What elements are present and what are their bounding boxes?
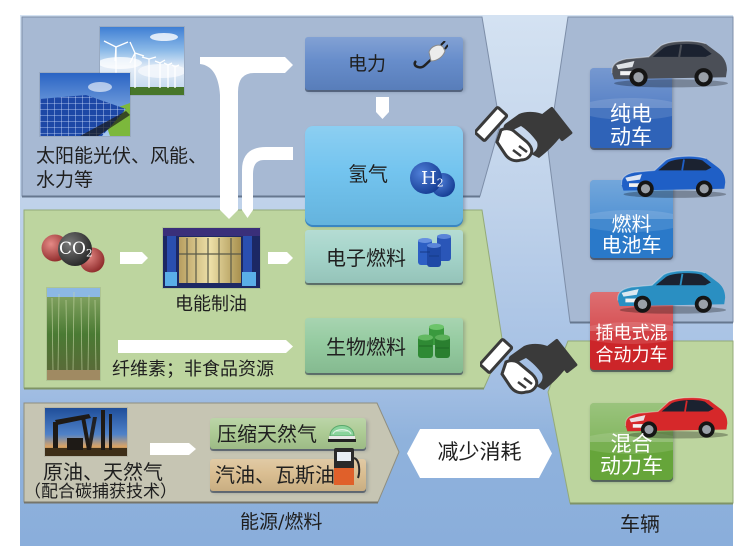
electricity-label: 电力: [348, 53, 387, 75]
fossil-label-line1: 原油、天然气: [43, 460, 163, 484]
hydrogen-label: 氢气: [348, 162, 388, 186]
vehicle-phev-box: 插电式混 合动力车: [590, 292, 673, 370]
power-to-liquid-label: 电能制油: [175, 294, 247, 315]
fuel-pump-icon: [334, 448, 361, 485]
biomass-to-biofuel-arrow: [118, 340, 293, 353]
renewables-to-electricity-pipe: [200, 57, 293, 219]
blue-barrels-icon: [418, 234, 451, 267]
fossil-label-line2: （配合碳捕获技术）: [24, 482, 177, 502]
reduce-consumption-label: 减少消耗: [437, 440, 522, 464]
cng-box: 压缩天然气: [210, 418, 366, 449]
vehicle-phev-label-line2: 合动力车: [595, 345, 668, 366]
efuel-box: 电子燃料: [305, 230, 463, 283]
petrol-box: 汽油、瓦斯油: [210, 448, 366, 491]
vehicle-section-label: 车辆: [620, 512, 660, 536]
ptl-to-efuel-arrow: [268, 252, 293, 264]
fossil-to-fuels-arrow: [150, 443, 196, 455]
vehicle-fcv-box: 燃料 电池车: [590, 180, 673, 258]
plug-icon: [413, 41, 448, 69]
vehicle-phev-label-line1: 插电式混: [595, 323, 668, 344]
petrol-label: 汽油、瓦斯油: [215, 463, 335, 487]
vehicle-hev-label-line2: 动力车: [600, 454, 663, 478]
hydrogen-box: 氢气 H2: [305, 126, 463, 225]
solar-panels-photo: [40, 73, 130, 136]
oil-pumpjack-photo: [45, 408, 127, 456]
gas-tank-icon: [328, 425, 356, 442]
co2-formula: CO2: [59, 239, 93, 260]
energy-fuel-section-label: 能源/燃料: [240, 511, 323, 533]
vehicle-bev-box: 纯电 动车: [590, 68, 672, 148]
efuel-label: 电子燃料: [326, 246, 406, 270]
vehicle-fcv-label-line1: 燃料: [611, 212, 652, 236]
green-barrels-icon: [418, 324, 450, 358]
h2-molecule-icon: H2: [408, 162, 458, 198]
power-to-liquid-plant-photo: [163, 228, 260, 288]
vehicle-fcv-label-line2: 电池车: [601, 233, 662, 257]
h2-formula: H2: [421, 168, 444, 190]
biofuel-box: 生物燃料: [305, 318, 463, 373]
renewables-label-line2: 水力等: [36, 169, 94, 191]
vehicle-hev-box: 混合 动力车: [590, 403, 673, 480]
hydrogen-to-ptl-pipe: [242, 147, 293, 218]
reduce-consumption-badge: 减少消耗: [407, 429, 552, 478]
co2-molecule-icon: CO2: [40, 230, 106, 274]
renewables-label-line1: 太阳能光伏、风能、: [36, 145, 208, 167]
wind-turbines-photo: [100, 27, 184, 95]
electricity-box: 电力: [305, 37, 463, 90]
vehicle-bev-label-line2: 动车: [610, 125, 652, 148]
biomass-label: 纤维素；非食品资源: [112, 359, 274, 380]
biofuel-label: 生物燃料: [326, 335, 406, 359]
co2-to-ptl-arrow: [120, 252, 148, 264]
cellulose-biomass-photo: [47, 288, 100, 380]
cng-label: 压缩天然气: [217, 422, 317, 446]
vehicle-panel: [547, 16, 734, 323]
electricity-to-hydrogen-arrow: [376, 97, 389, 119]
vehicle-hev-label-line1: 混合: [610, 432, 653, 456]
vehicle-bev-label-line1: 纯电: [610, 102, 652, 126]
